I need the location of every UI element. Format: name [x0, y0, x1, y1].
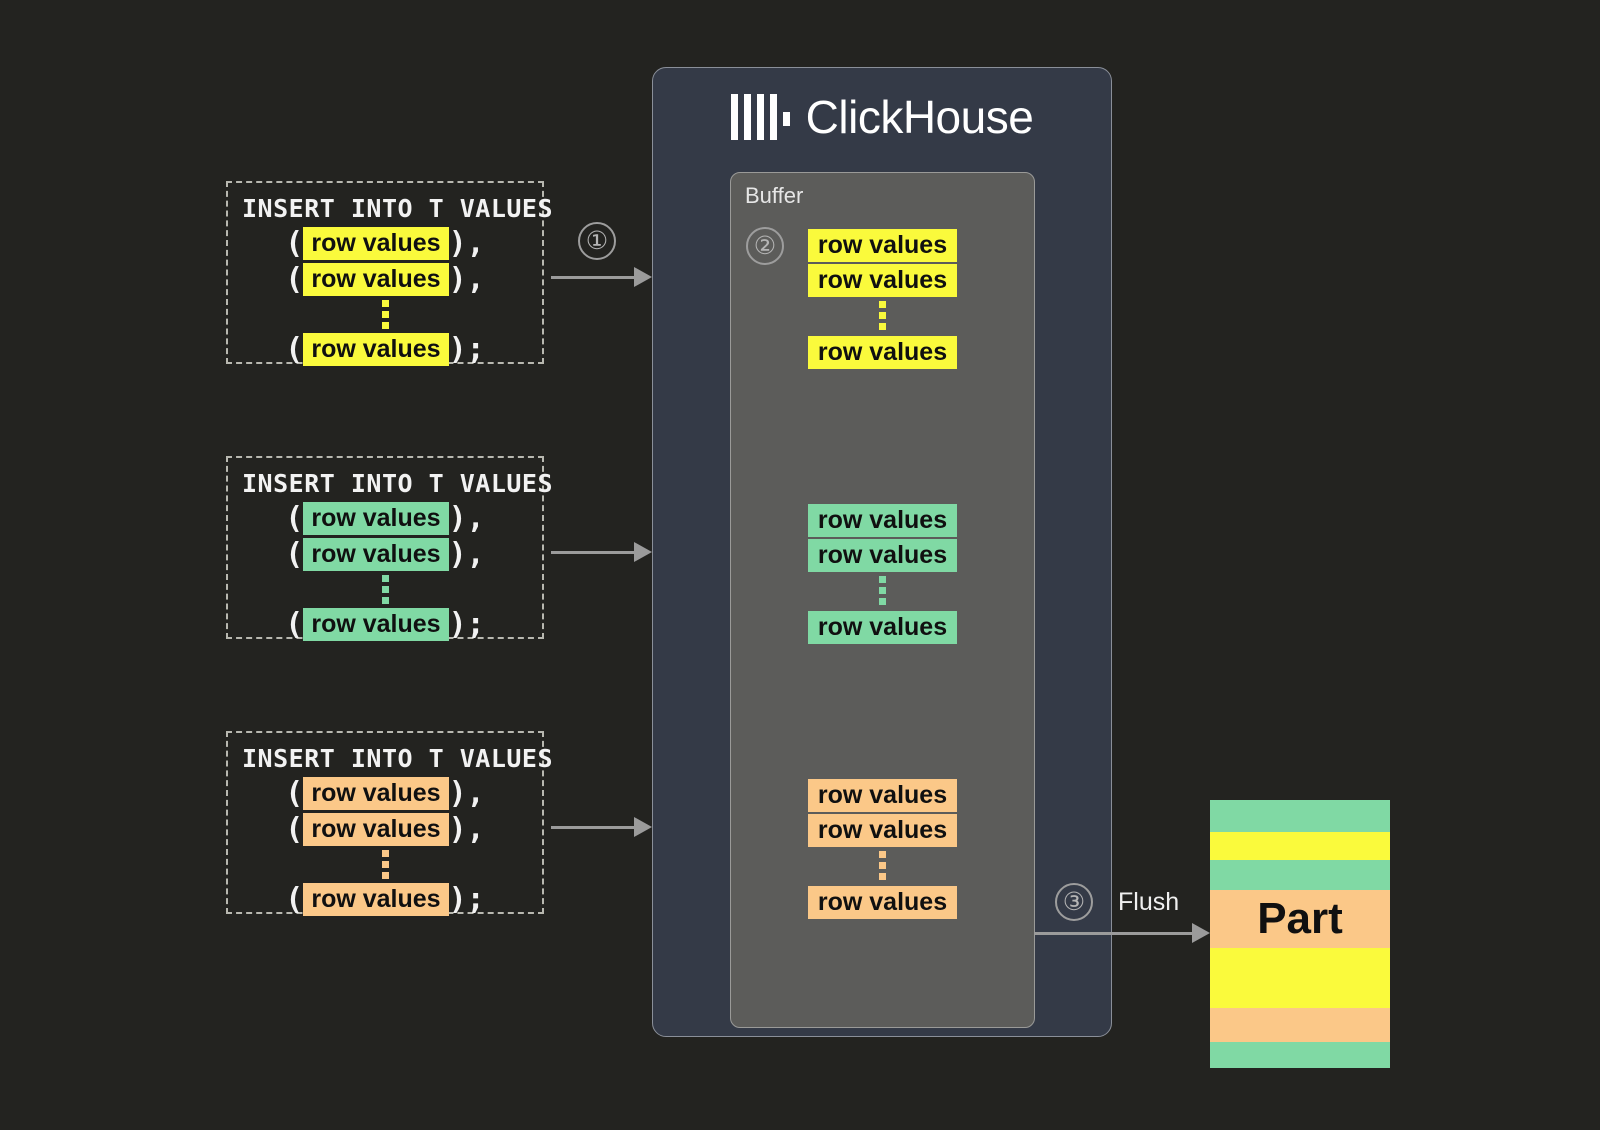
arrow-flush-to-part	[1034, 923, 1210, 943]
paren-close: ),	[448, 261, 485, 297]
insert-statement-green: INSERT INTO T VALUES ( row values ), ( r…	[226, 456, 554, 642]
paren-close: ),	[448, 775, 485, 811]
buffer-label: Buffer	[745, 183, 804, 208]
insert-header-green: INSERT INTO T VALUES	[242, 469, 554, 498]
buffer-row-chip: row values	[807, 264, 958, 297]
arrow-shaft	[551, 275, 634, 279]
paren-open: (	[285, 500, 304, 536]
paren-open: (	[285, 606, 304, 642]
insert-row: ( row values );	[242, 331, 528, 367]
buffer-row-chip: row values	[807, 779, 958, 812]
row-values-chip: row values	[303, 227, 449, 261]
insert-header-yellow: INSERT INTO T VALUES	[242, 194, 554, 223]
paren-open: (	[285, 775, 304, 811]
vertical-ellipsis-icon	[879, 851, 886, 880]
buffer-group-orange: row values row values row values	[731, 777, 1034, 919]
clickhouse-title: ClickHouse	[805, 91, 1034, 143]
insert-row: ( row values ),	[242, 261, 528, 297]
paren-open: (	[285, 261, 304, 297]
arrow-head	[634, 817, 652, 837]
arrow-shaft	[1034, 931, 1192, 935]
clickhouse-logo	[730, 94, 790, 140]
insert-header-orange: INSERT INTO T VALUES	[242, 744, 554, 773]
part-stripe-yellow	[1210, 831, 1390, 860]
buffer-row-chip: row values	[807, 611, 958, 644]
insert-row: ( row values ),	[242, 811, 528, 847]
clickhouse-title-row: ClickHouse	[653, 94, 1111, 140]
row-values-chip: row values	[303, 538, 449, 572]
insert-row: ( row values ),	[242, 536, 528, 572]
insert-row: ( row values );	[242, 606, 528, 642]
paren-close: ),	[448, 811, 485, 847]
buffer-group-green: row values row values row values	[731, 502, 1034, 644]
vertical-ellipsis-icon	[879, 576, 886, 605]
vertical-ellipsis-icon	[242, 300, 528, 330]
insert-statement-orange: INSERT INTO T VALUES ( row values ), ( r…	[226, 731, 554, 917]
buffer-row-chip: row values	[807, 336, 958, 369]
flush-label: Flush	[1118, 888, 1180, 916]
buffer-row-chip: row values	[807, 814, 958, 847]
paren-open: (	[285, 881, 304, 917]
buffer-row-chip: row values	[807, 539, 958, 572]
part-stripe-green	[1210, 1041, 1390, 1068]
part-label: Part	[1257, 893, 1343, 943]
step-1-badge: ①	[578, 222, 616, 260]
vertical-ellipsis-icon	[242, 850, 528, 880]
arrow-insert-2-to-clickhouse	[551, 542, 652, 562]
insert-statement-yellow: INSERT INTO T VALUES ( row values ), ( r…	[226, 181, 554, 367]
part-block: Part	[1210, 800, 1390, 1068]
part-stripe-green	[1210, 800, 1390, 832]
paren-open: (	[285, 536, 304, 572]
row-values-chip: row values	[303, 883, 449, 917]
paren-open: (	[285, 331, 304, 367]
arrow-head	[1192, 923, 1210, 943]
step-2-badge: ②	[746, 227, 784, 265]
arrow-insert-3-to-clickhouse	[551, 817, 652, 837]
paren-close: );	[448, 331, 485, 367]
step-3-badge: ③	[1055, 883, 1093, 921]
arrow-head	[634, 542, 652, 562]
buffer-row-chip: row values	[807, 229, 958, 262]
buffer-row-chip: row values	[807, 886, 958, 919]
row-values-chip: row values	[303, 263, 449, 297]
row-values-chip: row values	[303, 608, 449, 642]
paren-close: ),	[448, 500, 485, 536]
part-stripe-orange	[1210, 1007, 1390, 1042]
part-stripe-orange: Part	[1210, 889, 1390, 948]
insert-row: ( row values ),	[242, 225, 528, 261]
buffer-box: Buffer row values row values row values …	[730, 172, 1035, 1028]
insert-row: ( row values );	[242, 881, 528, 917]
insert-row: ( row values ),	[242, 775, 528, 811]
part-stripe-yellow	[1210, 947, 1390, 1008]
vertical-ellipsis-icon	[242, 575, 528, 605]
row-values-chip: row values	[303, 333, 449, 367]
row-values-chip: row values	[303, 777, 449, 811]
row-values-chip: row values	[303, 502, 449, 536]
buffer-row-chip: row values	[807, 504, 958, 537]
arrow-shaft	[551, 550, 634, 554]
arrow-head	[634, 267, 652, 287]
paren-close: );	[448, 606, 485, 642]
clickhouse-panel: ClickHouse Buffer row values row values …	[652, 67, 1112, 1037]
arrow-insert-1-to-clickhouse	[551, 267, 652, 287]
insert-row: ( row values ),	[242, 500, 528, 536]
row-values-chip: row values	[303, 813, 449, 847]
arrow-shaft	[551, 825, 634, 829]
paren-open: (	[285, 225, 304, 261]
paren-close: ),	[448, 225, 485, 261]
paren-open: (	[285, 811, 304, 847]
paren-close: ),	[448, 536, 485, 572]
part-stripe-green	[1210, 859, 1390, 890]
buffer-group-yellow: row values row values row values	[731, 227, 1034, 369]
paren-close: );	[448, 881, 485, 917]
vertical-ellipsis-icon	[879, 301, 886, 330]
